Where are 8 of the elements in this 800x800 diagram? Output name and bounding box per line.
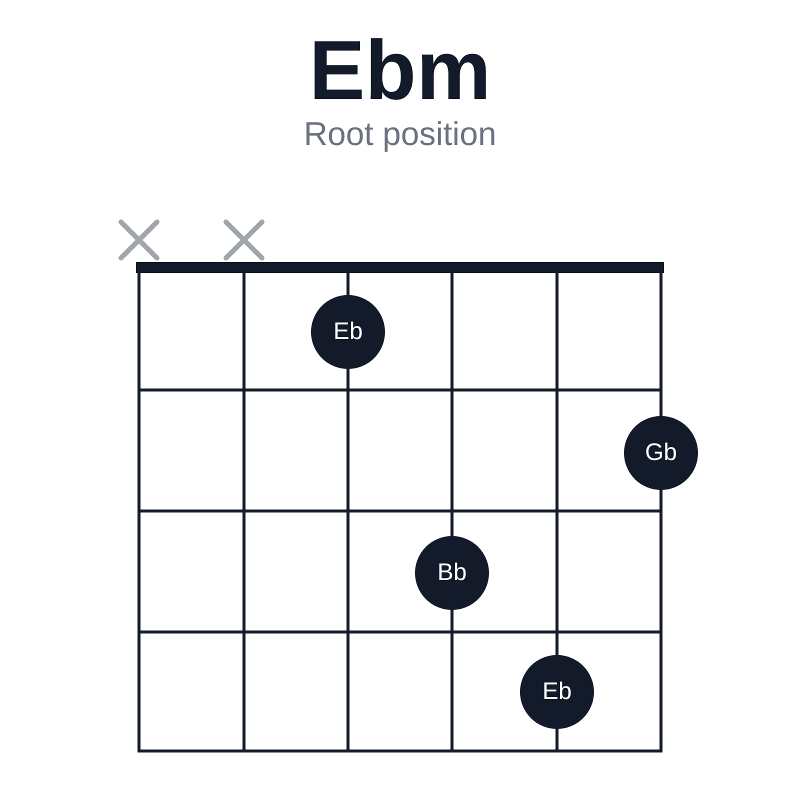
subtitle: Root position <box>304 115 496 152</box>
mute-cross-icon <box>223 219 265 261</box>
chord-title: Ebm <box>308 23 492 117</box>
note-dot: Eb <box>311 295 385 369</box>
mute-cross-icon <box>118 219 160 261</box>
note-dot: Gb <box>624 416 698 490</box>
note-dot: Bb <box>415 536 489 610</box>
note-dot: Eb <box>520 655 594 729</box>
